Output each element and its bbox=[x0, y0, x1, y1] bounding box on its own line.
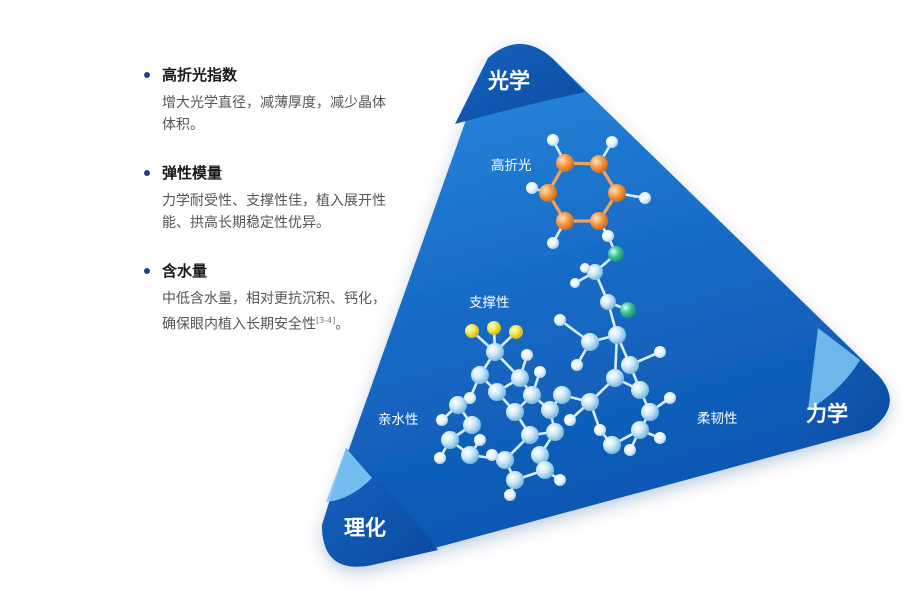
molecule-atom bbox=[654, 346, 666, 358]
reference-mark: [3-4] bbox=[316, 316, 336, 325]
molecule-atom bbox=[631, 381, 649, 399]
feature-desc: 增大光学直径，减薄厚度，减少晶体体积。 bbox=[162, 95, 386, 133]
molecule-atom bbox=[571, 359, 583, 371]
label-high-refraction: 高折光 bbox=[491, 157, 532, 174]
molecule-atom bbox=[606, 136, 618, 148]
molecule-atom bbox=[581, 333, 599, 351]
molecule-atom bbox=[461, 446, 479, 464]
molecule-atom bbox=[523, 386, 541, 404]
molecule-atom bbox=[608, 326, 626, 344]
molecule-atom bbox=[436, 414, 448, 426]
corner-right-highlight bbox=[808, 328, 860, 410]
molecule-atom bbox=[594, 424, 606, 436]
molecule-atom bbox=[641, 403, 659, 421]
feature-desc: 力学耐受性、支撑性佳，植入展开性能、拱高长期稳定性优异。 bbox=[162, 193, 386, 231]
molecule-atom bbox=[511, 369, 529, 387]
molecule-atom bbox=[531, 446, 549, 464]
label-hydrophilic: 亲水性 bbox=[378, 412, 419, 428]
bullet-icon bbox=[144, 170, 150, 176]
molecule-atom bbox=[506, 403, 524, 421]
molecule-atom bbox=[504, 489, 516, 501]
molecule-atom bbox=[536, 461, 554, 479]
molecule-atom bbox=[564, 414, 576, 426]
molecule-atom bbox=[556, 212, 574, 230]
molecule-atom bbox=[621, 356, 639, 374]
feature-desc-suffix: 。 bbox=[335, 316, 350, 333]
molecule-atom bbox=[526, 182, 538, 194]
label-support: 支撑性 bbox=[469, 295, 510, 311]
molecule-atom bbox=[590, 155, 608, 173]
molecule-atom bbox=[463, 416, 481, 434]
molecule-atom bbox=[546, 423, 564, 441]
molecule-atom bbox=[580, 263, 590, 273]
feature-item-water-content: 含水量 中低含水量，相对更抗沉积、钙化，确保眼内植入长期安全性[3-4]。 bbox=[144, 260, 398, 336]
molecule-atom bbox=[624, 444, 636, 456]
molecule-atom bbox=[581, 393, 599, 411]
molecule-atom bbox=[639, 192, 651, 204]
molecule-atom bbox=[631, 421, 649, 439]
molecule-atom bbox=[539, 184, 557, 202]
molecule-atom bbox=[521, 349, 533, 361]
molecule-atom bbox=[488, 383, 506, 401]
molecule-atom bbox=[496, 451, 514, 469]
molecule-atom bbox=[464, 392, 476, 404]
molecule-atom bbox=[486, 343, 504, 361]
molecule-atom bbox=[521, 426, 539, 444]
molecule-atom bbox=[553, 386, 571, 404]
molecule-atom bbox=[474, 434, 486, 446]
bullet-icon bbox=[144, 268, 150, 274]
molecule-atom bbox=[554, 314, 566, 326]
molecule-atom bbox=[664, 392, 676, 404]
feature-title: 高折光指数 bbox=[162, 66, 238, 84]
molecule-atom bbox=[547, 134, 559, 146]
feature-list: 高折光指数 增大光学直径，减薄厚度，减少晶体体积。 弹性模量 力学耐受性、支撑性… bbox=[144, 64, 398, 362]
molecule-atom bbox=[554, 474, 566, 486]
bullet-icon bbox=[144, 72, 150, 78]
feature-title: 弹性模量 bbox=[162, 164, 223, 182]
molecule-atom bbox=[547, 237, 559, 249]
molecule-atom bbox=[449, 396, 467, 414]
feature-desc: 中低含水量，相对更抗沉积、钙化，确保眼内植入长期安全性[3-4]。 bbox=[162, 288, 398, 336]
feature-desc-text: 中低含水量，相对更抗沉积、钙化，确保眼内植入长期安全性 bbox=[162, 291, 386, 333]
molecule-atom bbox=[434, 452, 446, 464]
molecule-atom bbox=[603, 436, 621, 454]
molecule-atom bbox=[541, 401, 559, 419]
molecule-atom bbox=[509, 325, 523, 339]
molecule-atom bbox=[606, 369, 624, 387]
feature-title: 含水量 bbox=[162, 262, 208, 280]
molecule-atom bbox=[534, 366, 546, 378]
molecule-atom bbox=[465, 324, 479, 338]
feature-item-elasticity: 弹性模量 力学耐受性、支撑性佳，植入展开性能、拱高长期稳定性优异。 bbox=[144, 162, 398, 234]
molecule-atom bbox=[506, 471, 524, 489]
molecule-atom bbox=[590, 212, 608, 230]
molecule-atom bbox=[556, 154, 574, 172]
molecule-atom bbox=[441, 431, 459, 449]
molecule-atom bbox=[602, 230, 614, 242]
molecule-atom bbox=[608, 184, 626, 202]
molecule-model bbox=[434, 134, 676, 501]
label-toughness: 柔韧性 bbox=[697, 411, 738, 427]
molecule-atom bbox=[486, 449, 498, 461]
molecule-atom bbox=[471, 366, 489, 384]
corner-label-left: 理化 bbox=[344, 516, 386, 540]
corner-top-cap bbox=[455, 44, 585, 124]
molecule-atom bbox=[608, 246, 624, 262]
molecule-atom bbox=[600, 294, 616, 310]
corner-label-top: 光学 bbox=[487, 69, 530, 93]
molecule-atom bbox=[620, 302, 636, 318]
corner-label-right: 力学 bbox=[806, 402, 848, 426]
molecule-atom bbox=[654, 432, 666, 444]
molecule-atom bbox=[570, 278, 580, 288]
corner-left-highlight bbox=[326, 448, 372, 502]
feature-item-refraction: 高折光指数 增大光学直径，减薄厚度，减少晶体体积。 bbox=[144, 64, 398, 136]
molecule-atom bbox=[587, 264, 603, 280]
molecule-atom bbox=[487, 321, 501, 335]
